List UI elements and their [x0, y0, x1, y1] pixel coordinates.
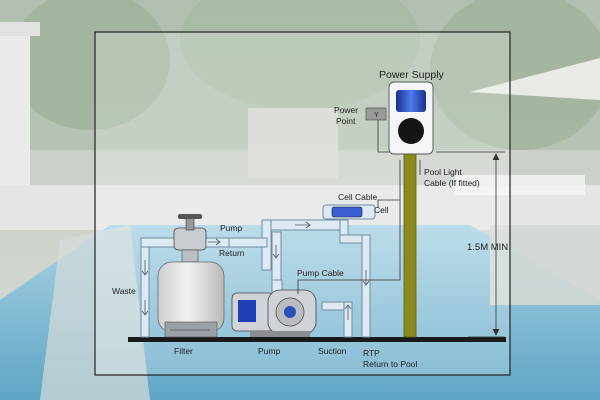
flow-arrows — [141, 221, 370, 320]
pool-light-label-2: Cable (If fitted) — [424, 178, 480, 188]
cables — [297, 120, 421, 294]
pump-unit — [231, 289, 317, 337]
rtp-label-2: Return to Pool — [363, 359, 417, 369]
cell-cable-label: Cell Cable — [338, 192, 377, 202]
ground-line — [128, 337, 506, 342]
pool-light-label-1: Pool Light — [424, 167, 462, 177]
pump-bottom-label: Pump — [258, 346, 280, 356]
return-label: Return — [219, 248, 245, 258]
power-supply-unit — [388, 81, 434, 155]
suction-label: Suction — [318, 346, 347, 356]
pump-cable-label: Pump Cable — [297, 268, 344, 278]
filter-tank — [157, 261, 225, 338]
chlorinator-cell — [331, 206, 363, 218]
cell-label: Cell — [374, 205, 389, 215]
power-supply-label: Power Supply — [379, 69, 445, 81]
rtp-label-1: RTP — [363, 348, 380, 358]
power-point-label-2: Point — [336, 116, 356, 126]
multiport-valve — [173, 214, 207, 263]
waste-label: Waste — [112, 286, 136, 296]
filter-label: Filter — [174, 346, 193, 356]
diagram-border — [94, 31, 511, 376]
power-post — [403, 151, 417, 338]
height-label: 1.5M MIN — [467, 242, 508, 253]
height-dimension — [436, 151, 505, 338]
power-point-label-1: Power — [334, 105, 358, 115]
power-point-socket: Y — [365, 107, 387, 121]
svg-text:Y: Y — [374, 112, 379, 119]
pump-top-label: Pump — [220, 223, 242, 233]
